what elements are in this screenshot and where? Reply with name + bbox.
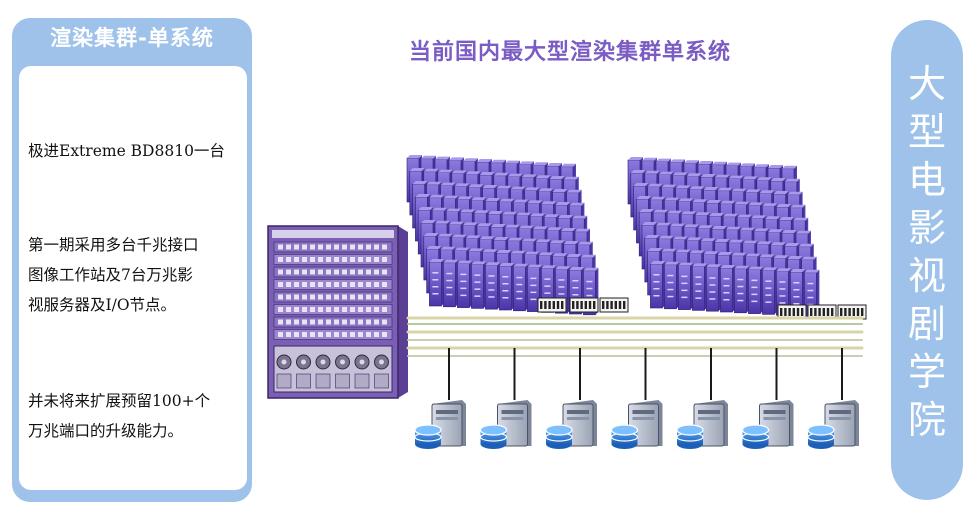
left-panel-title: 渲染集群-单系统 <box>50 26 214 50</box>
switch-module <box>273 254 393 265</box>
server-node <box>807 348 859 449</box>
rack-cluster-left <box>406 155 599 316</box>
switch-module <box>273 329 393 340</box>
main-title: 当前国内最大型渲染集群单系统 <box>408 40 731 65</box>
side-title-char: 学 <box>907 350 946 394</box>
rack-unit <box>734 265 750 314</box>
left-panel: 渲染集群-单系统 极进Extreme BD8810一台 第一期采用多台千兆接口 … <box>12 18 252 502</box>
side-title-char: 院 <box>907 398 946 442</box>
switch-module <box>273 316 393 328</box>
expansion-line1: 并未将来扩展预留100+个 <box>28 392 211 410</box>
switch-module <box>273 241 393 253</box>
phase1-line1: 第一期采用多台千兆接口 <box>28 236 199 254</box>
patch-panel <box>569 297 599 313</box>
rack-unit <box>485 262 501 310</box>
rack-unit <box>527 264 543 312</box>
switch-module <box>273 279 393 290</box>
phase1-line3: 视服务器及I/O节点。 <box>28 296 177 314</box>
server-node <box>741 348 794 449</box>
right-panel: 大 型 电 影 视 剧 学 院 <box>891 20 963 500</box>
left-panel-content: 极进Extreme BD8810一台 第一期采用多台千兆接口 图像工作站及7台万… <box>19 66 247 490</box>
server-node <box>545 348 597 449</box>
side-title: 大 型 电 影 视 剧 学 院 <box>891 60 963 444</box>
patch-panel <box>537 297 567 313</box>
rack-unit <box>720 265 736 313</box>
rack-unit <box>706 264 722 312</box>
switch-module <box>273 291 393 303</box>
server-node <box>479 348 532 449</box>
rack-unit <box>748 266 764 314</box>
side-title-char: 型 <box>907 110 946 154</box>
rack-unit <box>664 261 680 310</box>
server-row <box>414 348 859 449</box>
patch-panel <box>777 304 807 320</box>
rack-unit <box>429 259 445 307</box>
side-title-char: 剧 <box>907 302 946 346</box>
server-node <box>610 348 663 449</box>
patch-panel <box>599 297 629 313</box>
rack-cluster-right <box>627 157 820 318</box>
phase1-line2: 图像工作站及7台万兆影 <box>28 266 193 284</box>
server-node <box>414 348 466 449</box>
switch-module <box>273 266 393 278</box>
rack-unit <box>650 261 666 309</box>
side-title-char: 大 <box>907 62 946 106</box>
side-title-char: 电 <box>907 158 946 202</box>
side-title-char: 视 <box>907 254 946 298</box>
rack-unit <box>762 267 778 315</box>
switch-module <box>273 304 393 315</box>
rack-unit <box>457 260 473 308</box>
core-switch <box>267 225 408 399</box>
rack-unit <box>692 263 708 311</box>
rack-unit <box>471 261 487 309</box>
switch-description: 极进Extreme BD8810一台 <box>28 142 225 160</box>
backbone-links <box>406 316 864 357</box>
rack-unit <box>499 263 515 311</box>
server-node <box>676 348 728 449</box>
rack-unit <box>443 259 459 308</box>
side-title-char: 影 <box>907 206 946 250</box>
rack-unit <box>513 263 529 312</box>
rack-unit <box>678 262 694 310</box>
expansion-line2: 万兆端口的升级能力。 <box>28 422 184 440</box>
